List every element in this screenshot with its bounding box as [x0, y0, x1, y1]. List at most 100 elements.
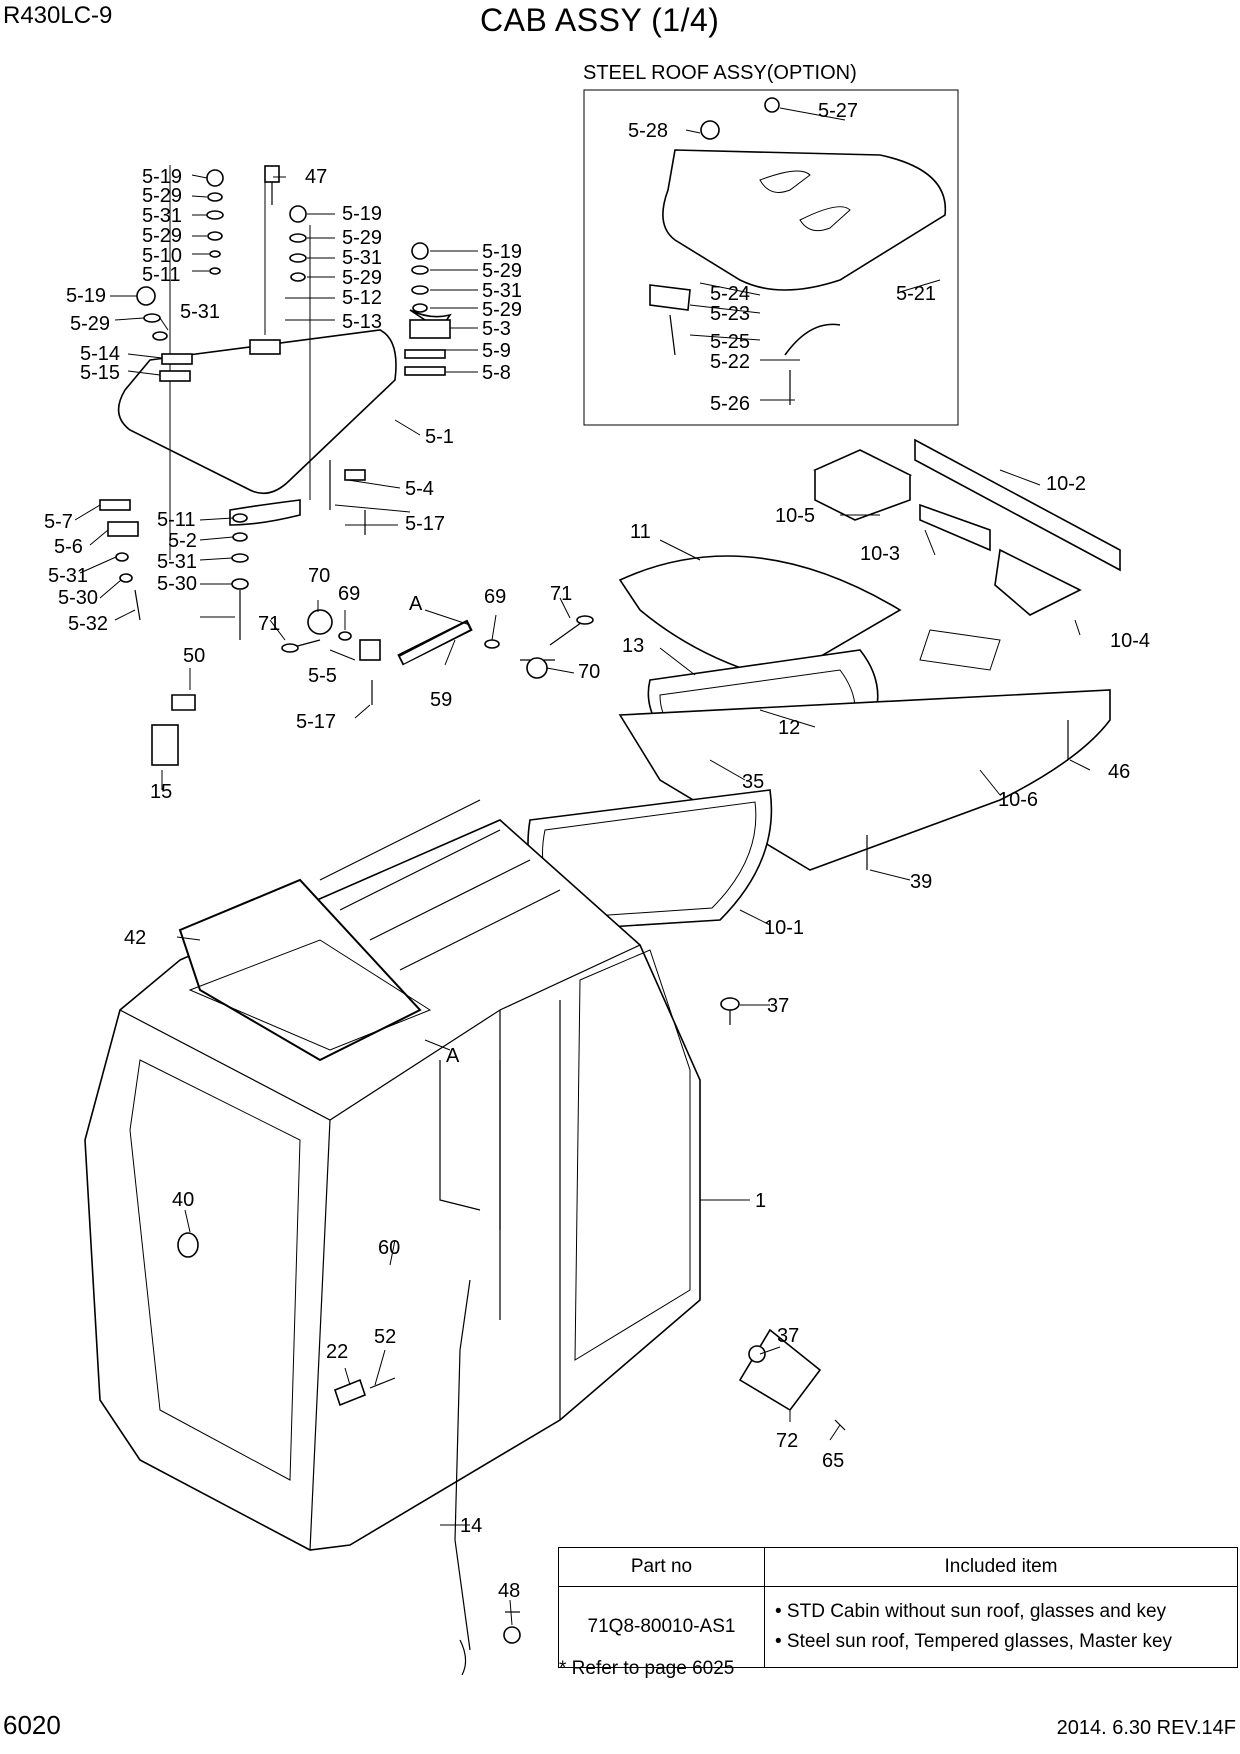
callout-5-27: 5-27: [818, 100, 858, 122]
callout-60: 60: [378, 1237, 400, 1259]
part-number: 71Q8-80010-AS1: [558, 1586, 765, 1668]
callout-5-15: 5-15: [80, 362, 120, 384]
callout-15: 15: [150, 781, 172, 803]
steel-roof-cap-5-28: [700, 120, 720, 140]
callout-69-a: 69: [338, 583, 360, 605]
fasteners: [99, 165, 451, 705]
callout-5-29-d: 5-29: [342, 267, 382, 289]
callout-5-32: 5-32: [68, 613, 108, 635]
parts-table: Part no Included item 71Q8-80010-AS1 • S…: [558, 1547, 1238, 1668]
callout-5-2: 5-2: [168, 530, 197, 552]
callout-5-31-d: 5-31: [180, 301, 220, 323]
steel-roof-panel: [649, 97, 947, 405]
callout-72: 72: [776, 1430, 798, 1452]
callout-69-b: 69: [484, 586, 506, 608]
steel-roof-option-title: STEEL ROOF ASSY(OPTION): [583, 62, 857, 84]
callout-a-top: A: [409, 593, 423, 615]
callout-22: 22: [326, 1341, 348, 1363]
callout-39: 39: [910, 871, 932, 893]
callout-5-13: 5-13: [342, 311, 382, 333]
callout-40: 40: [172, 1189, 194, 1211]
callout-5-24: 5-24: [710, 283, 750, 305]
leader-lines: [74, 107, 1091, 1626]
callout-5-9: 5-9: [482, 340, 511, 362]
callout-35: 35: [742, 771, 764, 793]
callout-70-a: 70: [308, 565, 330, 587]
callout-71-b: 71: [550, 583, 572, 605]
roof-panels: [527, 438, 1121, 931]
callout-5-10: 5-10: [142, 245, 182, 267]
callout-5-29-b: 5-29: [142, 225, 182, 247]
callout-5-19-c: 5-19: [482, 241, 522, 263]
bracket-15: [151, 724, 179, 766]
callout-5-17-b: 5-17: [296, 711, 336, 733]
callout-13: 13: [622, 635, 644, 657]
callout-10-5: 10-5: [775, 505, 815, 527]
steel-roof-cap-5-27: [764, 97, 780, 113]
col-header-part-no: Part no: [558, 1547, 765, 1587]
callout-10-6: 10-6: [998, 789, 1038, 811]
callout-5-25: 5-25: [710, 331, 750, 353]
callout-5-8: 5-8: [482, 362, 511, 384]
callout-14: 14: [460, 1515, 482, 1537]
callout-5-22: 5-22: [710, 351, 750, 373]
callout-5-29-c: 5-29: [342, 227, 382, 249]
reference-note: * Refer to page 6025: [559, 1658, 735, 1679]
callout-59: 59: [430, 689, 452, 711]
callout-37-a: 37: [767, 995, 789, 1017]
callout-5-19-b: 5-19: [342, 203, 382, 225]
steel-roof-option-box: [583, 89, 959, 426]
included-items: • STD Cabin without sun roof, glasses an…: [764, 1586, 1238, 1668]
callout-5-7: 5-7: [44, 511, 73, 533]
frame-42: [178, 878, 422, 1062]
callout-50: 50: [183, 645, 205, 667]
steel-roof-bracket: [649, 284, 691, 311]
callout-46: 46: [1108, 761, 1130, 783]
callout-5-11-b: 5-11: [157, 509, 196, 531]
callout-47: 47: [305, 166, 327, 188]
callout-5-31-f: 5-31: [48, 565, 88, 587]
col-header-included-item: Included item: [764, 1547, 1238, 1587]
table-row: 71Q8-80010-AS1 • STD Cabin without sun r…: [558, 1586, 1238, 1668]
callout-a-bottom: A: [446, 1045, 460, 1067]
included-item: • STD Cabin without sun roof, glasses an…: [775, 1601, 1167, 1622]
revision-date: 2014. 6.30 REV.14F: [1056, 1717, 1236, 1739]
callout-10-2: 10-2: [1046, 473, 1086, 495]
included-item: • Steel sun roof, Tempered glasses, Mast…: [775, 1631, 1173, 1652]
callout-5-4: 5-4: [405, 478, 434, 500]
callout-10-1: 10-1: [764, 917, 804, 939]
callout-1: 1: [755, 1190, 766, 1212]
callout-11: 11: [630, 521, 651, 543]
callout-71-a: 71: [258, 613, 280, 635]
table-header-row: Part no Included item: [558, 1547, 1238, 1587]
callout-37-b: 37: [777, 1325, 799, 1347]
steel-roof-handle: [784, 323, 841, 356]
callout-5-29-g: 5-29: [70, 313, 110, 335]
callout-5-31-a: 5-31: [142, 205, 182, 227]
callout-42: 42: [124, 927, 146, 949]
part-22: [334, 1378, 366, 1407]
callout-5-14: 5-14: [80, 343, 120, 365]
callout-5-3: 5-3: [482, 318, 511, 340]
callout-5-30-b: 5-30: [58, 587, 98, 609]
callout-10-3: 10-3: [860, 543, 900, 565]
model-name: R430LC-9: [3, 2, 113, 29]
page-title: CAB ASSY (1/4): [480, 2, 720, 38]
callout-5-26: 5-26: [710, 393, 750, 415]
callout-5-17-a: 5-17: [405, 513, 445, 535]
callout-5-28: 5-28: [628, 120, 668, 142]
callout-5-1: 5-1: [425, 426, 454, 448]
callout-10-4: 10-4: [1110, 630, 1150, 652]
callout-65: 65: [822, 1450, 844, 1472]
callout-5-29-e: 5-29: [482, 260, 522, 282]
callout-5-31-e: 5-31: [157, 551, 197, 573]
callout-5-12: 5-12: [342, 287, 382, 309]
callout-labels: 5-19 5-29 5-31 5-29 5-10 5-11 5-19 5-29 …: [44, 100, 1150, 1602]
callout-5-5: 5-5: [308, 665, 337, 687]
bracket-50: [171, 694, 196, 711]
callout-5-6: 5-6: [54, 536, 83, 558]
cab-frame: [84, 799, 846, 1676]
callout-5-29-f: 5-29: [482, 299, 522, 321]
callout-5-31-b: 5-31: [342, 247, 382, 269]
